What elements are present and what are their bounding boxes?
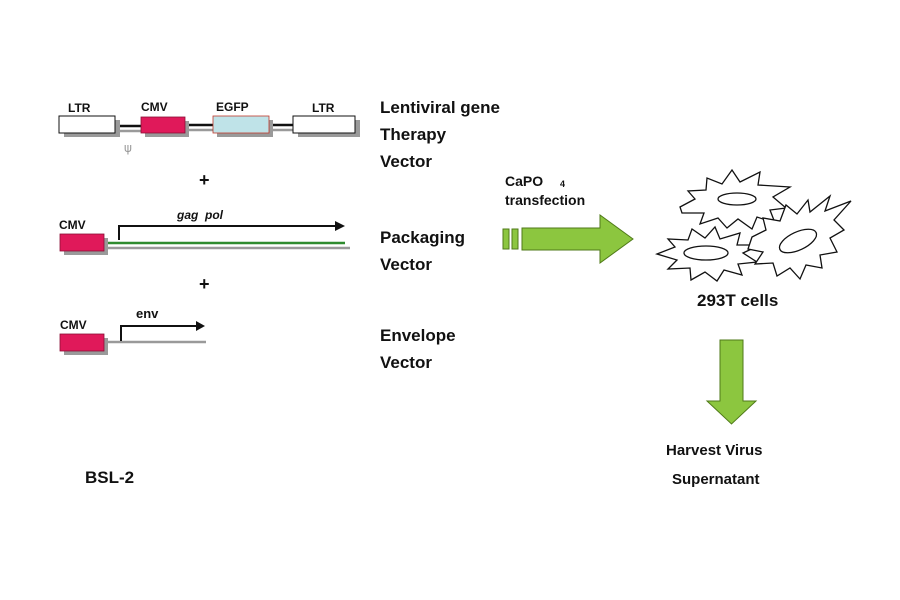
cmv-promoter-box [59,233,105,252]
plus-sign-1: + [199,170,210,190]
harvest-down-arrow [705,339,758,425]
biosafety-level-label: BSL-2 [85,468,134,487]
cmv-label: CMV [59,218,86,232]
arrowhead-icon [335,221,345,231]
cell-icon [747,194,852,281]
ltr-right-label: LTR [312,101,335,115]
transcription-start-arrow [120,325,200,341]
arrow-tail-bar [511,228,519,250]
envelope-vector-label-line1: Envelope [380,326,456,345]
packaging-vector-label-line1: Packaging [380,228,465,247]
egfp-gene-box [212,115,270,134]
plus-sign-2: + [199,274,210,294]
envelope-vector-label-line2: Vector [380,353,432,372]
lentiviral-vector-label-line3: Vector [380,152,432,171]
cmv-label: CMV [141,100,168,114]
cell-cluster-icon [655,168,852,282]
ltr-left-label: LTR [68,101,91,115]
lentiviral-vector-label-line2: Therapy [380,125,447,144]
cmv-label: CMV [60,318,87,332]
env-label: env [136,306,159,321]
envelope-vector-construct: CMV env [59,306,206,355]
psi-packaging-signal: ψ [124,141,132,155]
harvest-label-line2: Supernatant [672,471,760,488]
arrow-body [521,214,634,264]
capo-subscript: 4 [560,179,565,189]
packaging-vector-construct: CMV gag pol [59,208,350,255]
transcription-start-arrow [118,225,340,240]
gag-pol-label: gag pol [176,208,224,222]
arrow-tail-bar [502,228,510,250]
ltr-right-box [292,115,356,134]
cmv-promoter-box [140,116,186,134]
capo-label: CaPO [505,173,543,189]
harvest-label-line1: Harvest Virus [666,442,762,459]
cell-icon [655,225,761,282]
egfp-label: EGFP [216,100,249,114]
cell-icon [679,168,793,231]
arrowhead-icon [196,321,205,331]
lentiviral-vector-construct: LTR CMV EGFP LTR ψ [58,100,360,155]
transfection-arrow [502,214,634,264]
packaging-vector-label-line2: Vector [380,255,432,274]
lentiviral-vector-label-line1: Lentiviral gene [380,98,500,117]
ltr-left-box [58,115,116,134]
cells-label: 293T cells [697,291,778,310]
cmv-promoter-box [59,333,105,352]
transfection-label: transfection [505,192,585,208]
